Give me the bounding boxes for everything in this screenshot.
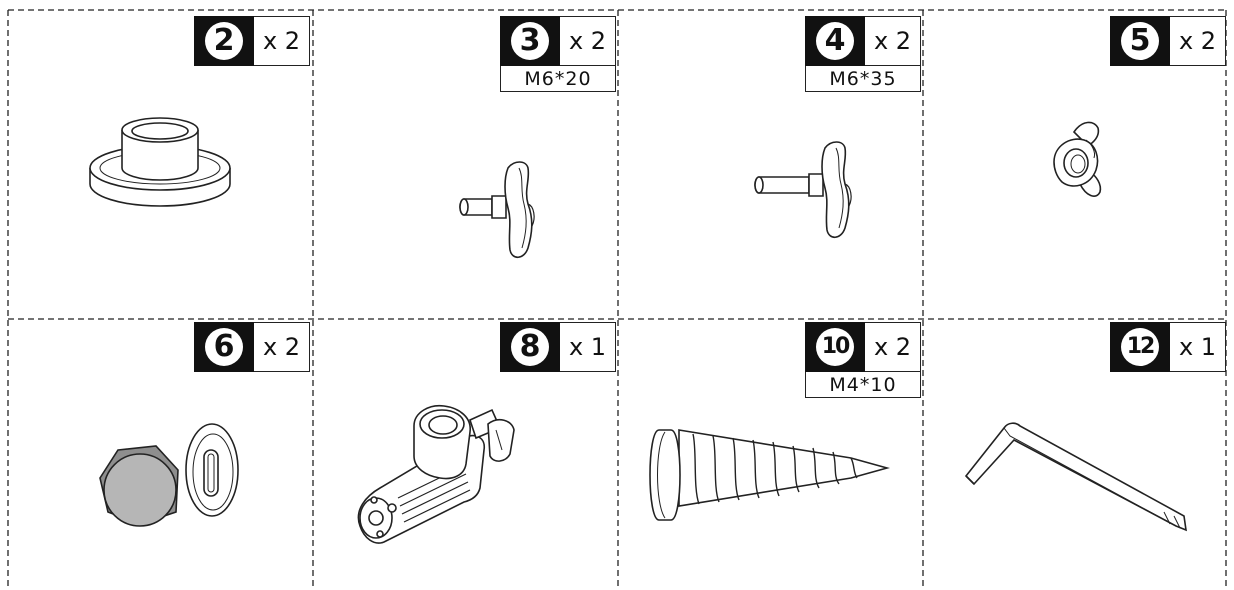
allen-key-icon	[924, 320, 1228, 590]
self-tapping-screw-icon	[619, 320, 923, 590]
part-cell-6: 6 x 2	[8, 320, 312, 590]
item-number: 3	[511, 22, 549, 60]
badge: 8 x 1	[500, 322, 616, 372]
quantity-label: x 2	[254, 322, 310, 372]
part-cell-4: 4 x 2 M6*35	[619, 8, 923, 318]
quantity-label: x 1	[1170, 322, 1226, 372]
item-number: 4	[816, 22, 854, 60]
badge: 4 x 2	[805, 16, 921, 66]
quantity-label: x 2	[1170, 16, 1226, 66]
part-cell-8: 8 x 1	[314, 320, 618, 590]
part-cell-5: 5 x 2	[924, 8, 1228, 318]
part-cell-3: 3 x 2 M6*20	[314, 8, 618, 318]
quantity-label: x 2	[254, 16, 310, 66]
item-number: 6	[205, 328, 243, 366]
quantity-label: x 1	[560, 322, 616, 372]
part-cell-2: 2 x 2	[8, 8, 312, 318]
short-thumb-screw-icon	[314, 8, 618, 318]
part-cell-10: 10 x 2 M4*10	[619, 320, 923, 590]
badge: 12 x 1	[1110, 322, 1226, 372]
size-label: M4*10	[805, 372, 921, 398]
item-number: 12	[1121, 328, 1159, 366]
grommet-icon	[8, 8, 312, 318]
badge: 6 x 2	[194, 322, 310, 372]
item-number: 8	[511, 328, 549, 366]
badge: 10 x 2	[805, 322, 921, 372]
quantity-label: x 2	[560, 16, 616, 66]
quantity-label: x 2	[865, 322, 921, 372]
size-label: M6*20	[500, 66, 616, 92]
tube-clamp-icon	[314, 320, 618, 590]
part-cell-12: 12 x 1	[924, 320, 1228, 590]
size-label: M6*35	[805, 66, 921, 92]
item-number: 5	[1121, 22, 1159, 60]
cap-nut-washer-icon	[8, 320, 312, 590]
quantity-label: x 2	[865, 16, 921, 66]
badge: 2 x 2	[194, 16, 310, 66]
item-number: 2	[205, 22, 243, 60]
badge: 3 x 2	[500, 16, 616, 66]
wing-nut-icon	[924, 8, 1228, 318]
long-thumb-screw-icon	[619, 8, 923, 318]
item-number: 10	[816, 328, 854, 366]
badge: 5 x 2	[1110, 16, 1226, 66]
